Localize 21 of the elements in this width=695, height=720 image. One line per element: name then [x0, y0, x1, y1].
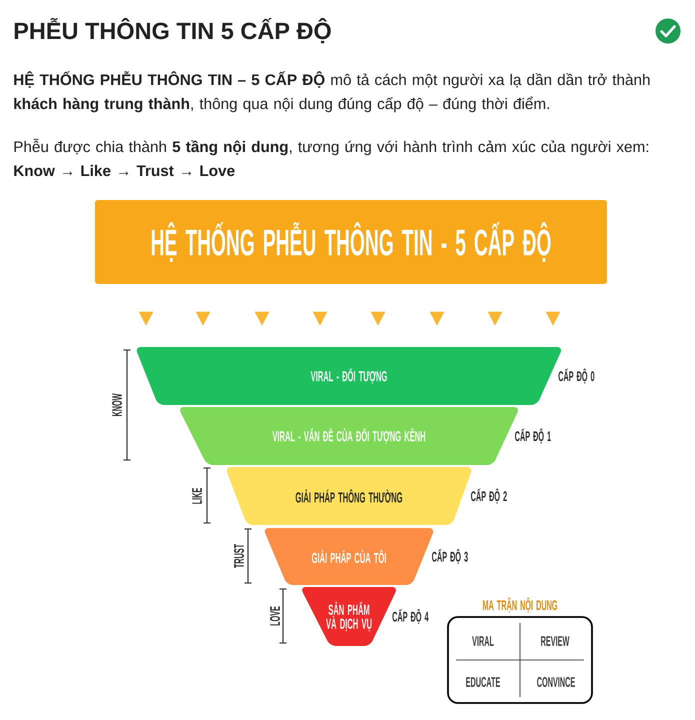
- stage-label: LIKE: [192, 488, 202, 504]
- paragraph: Know → Like → Trust → Love: [14, 164, 235, 176]
- level-label: CẤP ĐỘ 0: [558, 368, 594, 384]
- matrix-cell: VIRAL: [472, 636, 494, 646]
- funnel-level: GIẢI PHÁP CỦA TÔI: [264, 528, 434, 585]
- level-label: CẤP ĐỘ 2: [471, 488, 507, 504]
- funnel-level: GIẢI PHÁP THÔNG THƯỜNG: [226, 467, 472, 525]
- stage-label: KNOW: [112, 394, 122, 416]
- title-banner: HỆ THỐNG PHỄU THÔNG TIN - 5 CẤP ĐỘ: [95, 200, 607, 284]
- stage-label: LOVE: [270, 606, 280, 626]
- stage-label: TRUST: [234, 544, 244, 568]
- matrix-cell: EDUCATE: [466, 677, 500, 687]
- matrix-title: MA TRẬN NỘI DUNG: [482, 597, 558, 613]
- paragraph: Phễu được chia thành 5 tầng nội dung, tương ứng với hành trình cảm xúc của người xem:: [14, 138, 648, 156]
- level-label: CẤP ĐỘ 4: [392, 608, 429, 624]
- paragraph: HỆ THỐNG PHỄU THÔNG TIN – 5 CẤP ĐỘ mô tả cách một người xa lạ dần dần trở thành khách hàng trung thành, thông qua nội dung đúng cấp độ – đúng thời điểm.: [14, 71, 650, 112]
- level-label: CẤP ĐỘ 1: [515, 428, 551, 444]
- matrix-cell: CONVINCE: [537, 677, 575, 687]
- level-label: CẤP ĐỘ 3: [432, 548, 468, 564]
- matrix-cell: REVIEW: [541, 636, 570, 646]
- heading: PHỄU THÔNG TIN 5 CẤP ĐỘ: [14, 18, 331, 44]
